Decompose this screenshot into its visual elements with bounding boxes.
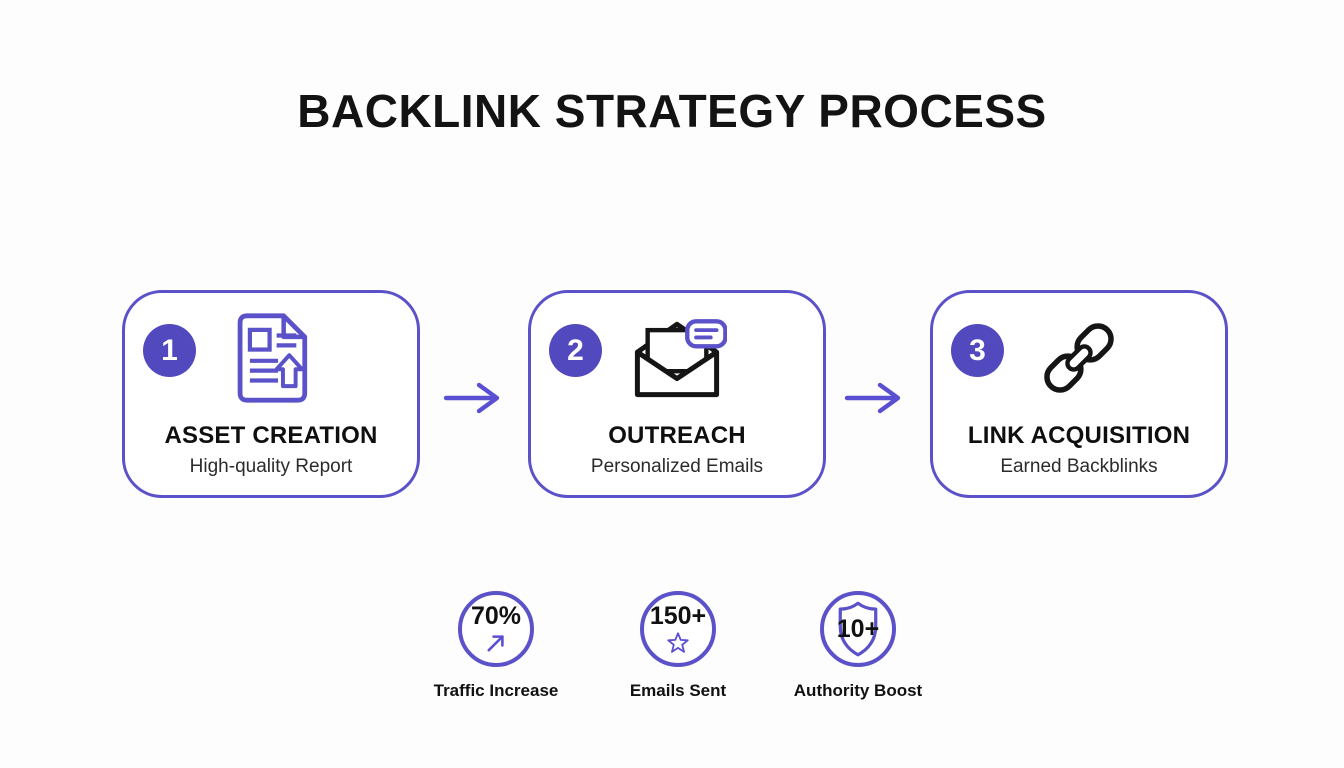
stat-emails-sent: 150+ Emails Sent xyxy=(588,591,768,701)
stat-label: Traffic Increase xyxy=(433,681,559,700)
step-card-link-acquisition: 3 LINK ACQUISITION Earned Backblinks xyxy=(930,290,1228,498)
right-arrow-icon xyxy=(442,378,506,418)
stat-value: 10+ xyxy=(836,614,880,643)
stat-value: 70% xyxy=(470,601,522,630)
chain-link-icon xyxy=(933,311,1225,405)
stat-circle: 150+ xyxy=(640,591,716,667)
step-subtitle: High-quality Report xyxy=(189,456,353,477)
trend-up-arrow-icon xyxy=(484,631,508,655)
step-number-badge: 1 xyxy=(143,324,196,377)
stat-circle: 70% xyxy=(458,591,534,667)
shield-outline-icon xyxy=(832,600,884,658)
stat-circle: 10+ xyxy=(820,591,896,667)
step-number-badge: 2 xyxy=(549,324,602,377)
stat-authority-boost: 10+ Authority Boost xyxy=(768,591,948,701)
document-upload-icon xyxy=(125,311,417,405)
step-title: ASSET CREATION xyxy=(164,422,378,449)
step-title: OUTREACH xyxy=(608,422,746,449)
stat-traffic-increase: 70% Traffic Increase xyxy=(406,591,586,701)
star-outline-icon xyxy=(666,631,690,655)
step-subtitle: Earned Backblinks xyxy=(1000,456,1158,477)
stat-label: Emails Sent xyxy=(629,681,727,700)
step-subtitle: Personalized Emails xyxy=(590,456,764,477)
stat-value: 150+ xyxy=(649,601,707,630)
step-number-badge: 3 xyxy=(951,324,1004,377)
step-card-outreach: 2 OUTREACH Personalized Emails xyxy=(528,290,826,498)
page-title: BACKLINK STRATEGY PROCESS xyxy=(297,85,1047,137)
step-title: LINK ACQUISITION xyxy=(967,422,1191,449)
step-card-asset-creation: 1 ASSET CREATION High-quality Report xyxy=(122,290,420,498)
stat-label: Authority Boost xyxy=(793,681,923,700)
open-envelope-message-icon xyxy=(531,311,823,405)
right-arrow-icon xyxy=(843,378,907,418)
